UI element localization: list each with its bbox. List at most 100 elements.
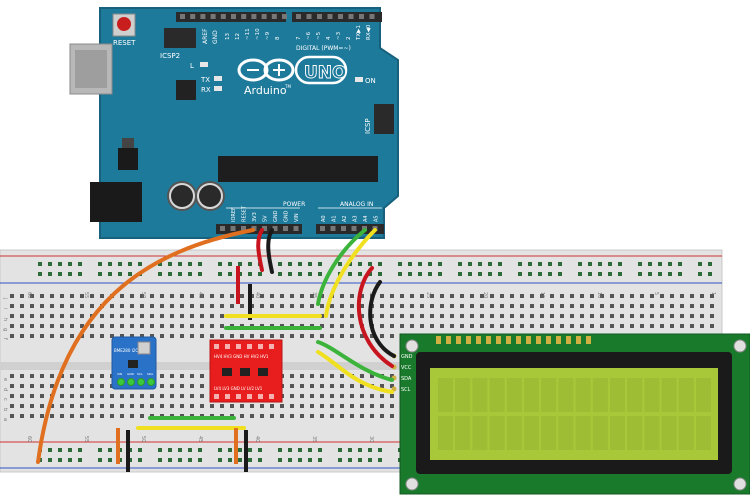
digital-pin-label: ~6: [306, 31, 312, 40]
breadboard-hole: [580, 324, 584, 328]
breadboard-hole: [160, 374, 164, 378]
breadboard-hole: [340, 404, 344, 408]
rail-hole: [708, 272, 712, 276]
breadboard-hole: [610, 304, 614, 308]
breadboard-hole: [50, 374, 54, 378]
breadboard-hole: [210, 314, 214, 318]
breadboard-hole: [20, 404, 24, 408]
rail-hole: [358, 448, 362, 452]
rail-hole: [318, 448, 322, 452]
rail-hole: [608, 272, 612, 276]
breadboard-hole: [140, 414, 144, 418]
header-pin: [359, 14, 364, 19]
rail-hole: [358, 458, 362, 462]
breadboard-hole: [200, 374, 204, 378]
on-led-label: ON: [365, 77, 376, 85]
breadboard-hole: [170, 394, 174, 398]
breadboard-hole: [200, 294, 204, 298]
breadboard-hole: [480, 304, 484, 308]
breadboard-hole: [220, 334, 224, 338]
rail-hole: [228, 448, 232, 452]
rail-hole: [98, 458, 102, 462]
breadboard-hole: [10, 334, 14, 338]
breadboard-hole: [450, 304, 454, 308]
breadboard-hole: [310, 334, 314, 338]
header-pin: [293, 226, 299, 231]
lcd-cell: [678, 416, 694, 450]
column-number-top: 40: [254, 292, 260, 298]
breadboard-hole: [130, 324, 134, 328]
breadboard-hole: [180, 304, 184, 308]
breadboard-hole: [280, 334, 284, 338]
lcd-cell: [678, 378, 694, 412]
header-pin: [320, 226, 325, 231]
breadboard-hole: [70, 304, 74, 308]
breadboard-hole: [260, 294, 264, 298]
breadboard-hole: [550, 294, 554, 298]
breadboard-hole: [150, 304, 154, 308]
uno-label: UNO: [304, 63, 346, 83]
breadboard-hole: [350, 384, 354, 388]
rail-hole: [98, 448, 102, 452]
breadboard-hole: [700, 324, 704, 328]
row-letter: i: [2, 308, 8, 309]
breadboard-hole: [370, 414, 374, 418]
breadboard-hole: [90, 304, 94, 308]
usb-chip: [176, 80, 196, 100]
rail-hole: [538, 262, 542, 266]
wire-black-gnd: [266, 228, 274, 274]
sensor-pin: [127, 378, 135, 386]
rail-hole: [458, 272, 462, 276]
analog-pin-label: A0: [321, 215, 327, 222]
breadboard-hole: [320, 394, 324, 398]
breadboard-hole: [100, 374, 104, 378]
rail-hole: [68, 272, 72, 276]
breadboard-hole: [540, 294, 544, 298]
breadboard-hole: [10, 394, 14, 398]
breadboard-hole: [70, 294, 74, 298]
rail-hole: [188, 272, 192, 276]
breadboard-hole: [430, 294, 434, 298]
breadboard-hole: [90, 404, 94, 408]
reset-button[interactable]: [117, 17, 131, 31]
rail-hole: [128, 262, 132, 266]
breadboard-hole: [350, 394, 354, 398]
breadboard-hole: [600, 314, 604, 318]
sensor-label: BME280 I2C: [114, 348, 138, 353]
breadboard-hole: [10, 384, 14, 388]
breadboard-hole: [390, 324, 394, 328]
breadboard-hole: [200, 314, 204, 318]
breadboard-hole: [170, 324, 174, 328]
breadboard-hole: [390, 374, 394, 378]
breadboard-hole: [610, 314, 614, 318]
breadboard-hole: [60, 414, 64, 418]
breadboard-hole: [190, 304, 194, 308]
rail-hole: [48, 448, 52, 452]
breadboard-hole: [500, 314, 504, 318]
rail-hole: [198, 272, 202, 276]
header-pin: [241, 14, 247, 19]
breadboard-hole: [150, 324, 154, 328]
breadboard-hole: [230, 334, 234, 338]
header-pin: [317, 14, 322, 19]
breadboard-hole: [80, 414, 84, 418]
sensor-pin: [147, 378, 155, 386]
header-pin: [180, 14, 185, 19]
breadboard-hole: [220, 304, 224, 308]
analog-pin-label: A2: [342, 215, 348, 222]
row-letter: f: [2, 338, 8, 340]
breadboard-hole: [150, 404, 154, 408]
breadboard-hole: [180, 374, 184, 378]
rail-hole: [178, 272, 182, 276]
breadboard-hole: [620, 304, 624, 308]
breadboard-hole: [410, 314, 414, 318]
breadboard-hole: [370, 394, 374, 398]
wire-yellow-lcd-scl: [316, 350, 394, 394]
breadboard-hole: [10, 414, 14, 418]
rail-hole: [218, 458, 222, 462]
rail-hole: [68, 262, 72, 266]
rail-hole: [188, 262, 192, 266]
rail-hole: [308, 448, 312, 452]
rail-hole: [68, 448, 72, 452]
